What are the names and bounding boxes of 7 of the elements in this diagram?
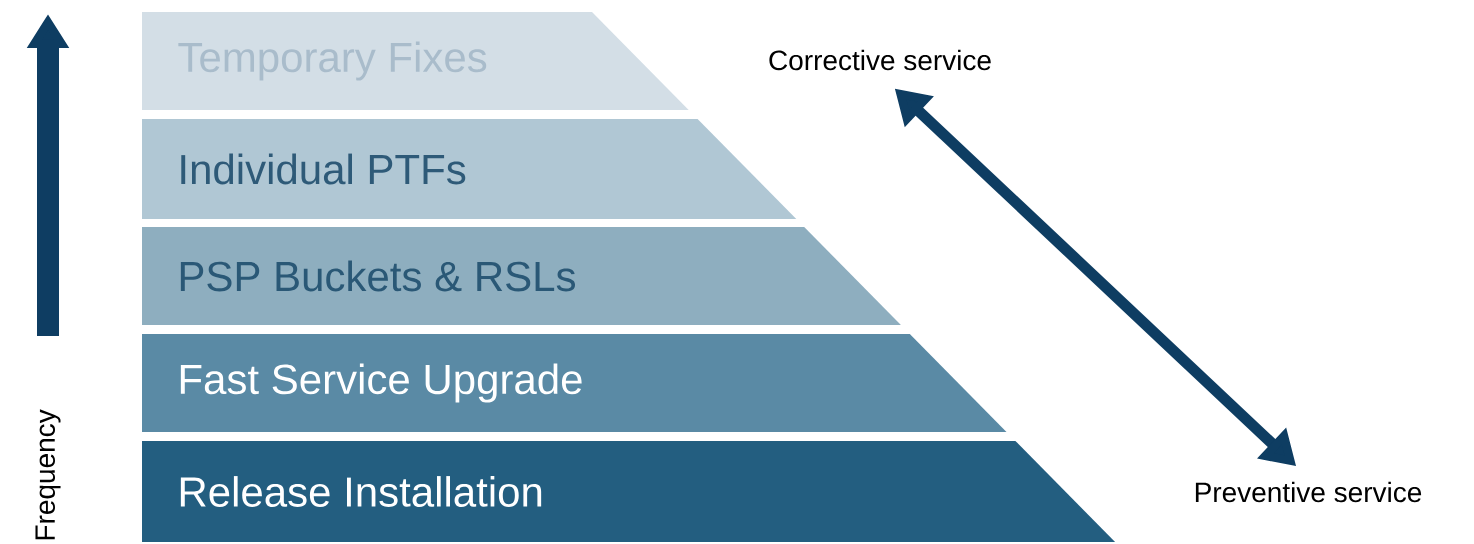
band: Release Installation [142,441,1116,542]
axis-label: Frequency [35,409,61,540]
band: PSP Buckets & RSLs [142,227,901,325]
band: Fast Service Upgrade [142,334,1007,432]
service-label: Corrective service [769,49,991,71]
service-label: Preventive service [1195,481,1422,503]
band: Individual PTFs [142,119,797,219]
